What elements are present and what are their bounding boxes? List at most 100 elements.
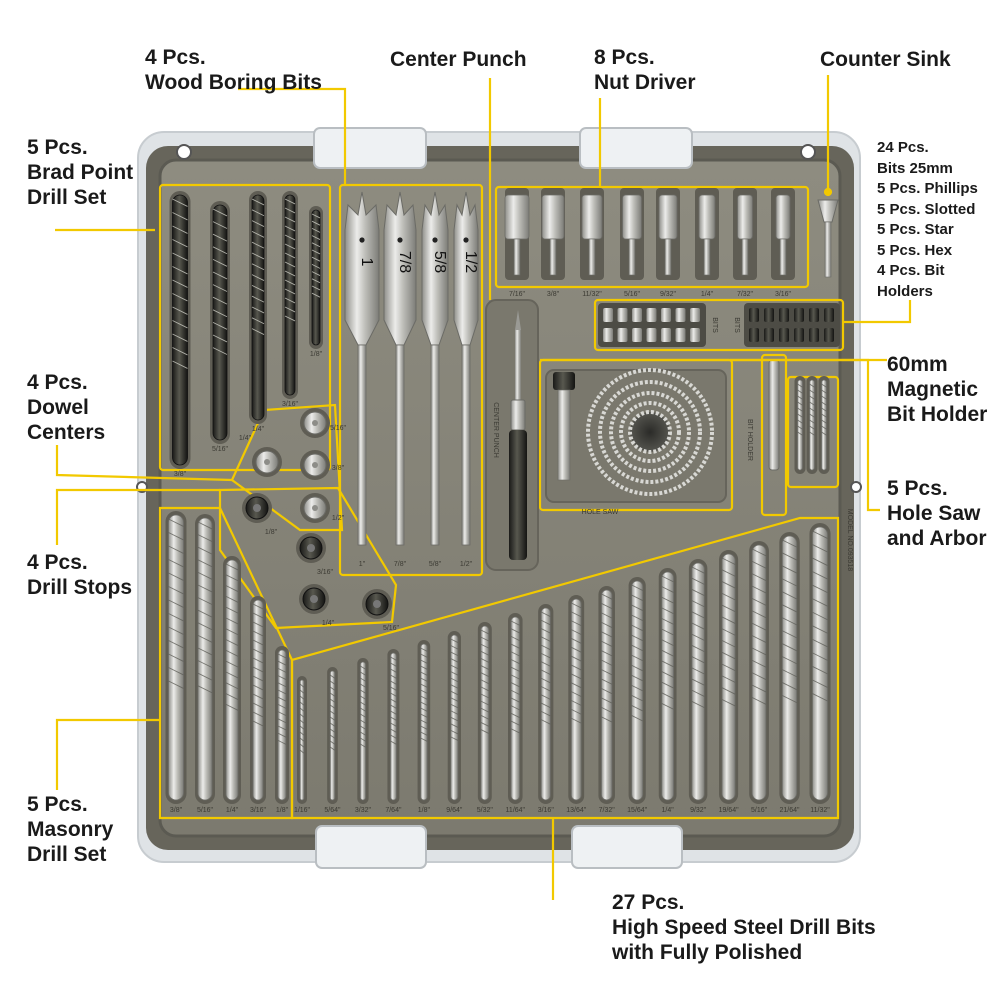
bit-left-0-6 bbox=[690, 308, 700, 322]
dowel-label-3: 3/8" bbox=[332, 465, 345, 472]
brad-bit-5 bbox=[309, 206, 323, 349]
center-punch-tip bbox=[515, 310, 521, 330]
nut-socket-5 bbox=[658, 194, 678, 240]
brad-bit-1 bbox=[169, 191, 191, 469]
hss-label-13: 1/4" bbox=[662, 807, 675, 814]
nut-driver-7 bbox=[733, 188, 757, 280]
bits-tray-text-1: BITS bbox=[711, 317, 718, 333]
nut-drivers: 7/16"3/8"11/32"5/16"9/32"1/4"7/32"3/16" bbox=[504, 188, 839, 298]
callout-bits-line-3: 5 Pcs. Phillips bbox=[877, 180, 978, 197]
spade-blade-4 bbox=[453, 191, 479, 346]
leader-stops bbox=[55, 488, 220, 545]
callout-magnetic-holder: 60mm Magnetic Bit Holder bbox=[887, 352, 987, 427]
hss-bit-5-flutes bbox=[420, 647, 428, 742]
counter-sink-shank bbox=[824, 221, 832, 278]
nut-socket-8 bbox=[775, 194, 791, 240]
callout-magnetic-line-1: 60mm bbox=[887, 353, 948, 376]
bit-right-0-5 bbox=[824, 308, 834, 322]
bit-right-0-1 bbox=[764, 308, 774, 322]
hss-label-15: 19/64" bbox=[719, 807, 740, 814]
hole-saw-ring-2 bbox=[598, 380, 702, 484]
bottom-latch-left bbox=[315, 825, 427, 869]
stop-label-3: 1/4" bbox=[322, 620, 335, 627]
callout-brad-line-1: 5 Pcs. bbox=[27, 136, 88, 159]
hss-bit-8-flutes bbox=[510, 620, 520, 734]
masonry-bit-5 bbox=[275, 646, 289, 804]
masonry-label-5: 1/8" bbox=[276, 807, 289, 814]
nut-shank-7 bbox=[741, 238, 749, 276]
nut-socket-7 bbox=[737, 194, 753, 240]
spade-size-text-4: 1/2 bbox=[462, 251, 479, 273]
brad-section-outline bbox=[158, 183, 332, 472]
callout-stops-line-1: 4 Pcs. bbox=[27, 551, 88, 574]
brad-bit-4-flutes bbox=[284, 198, 296, 322]
bit-left-1-1 bbox=[617, 328, 628, 342]
masonry-label-4: 3/16" bbox=[250, 807, 267, 814]
hss-bit-11-body bbox=[601, 589, 613, 801]
hss-bit-18-flutes bbox=[812, 530, 828, 702]
bit-right-0-0 bbox=[749, 308, 759, 322]
brad-bit-3 bbox=[249, 191, 267, 424]
counter-sink bbox=[817, 199, 839, 278]
callout-holesaw-line-2: Hole Saw bbox=[887, 502, 981, 525]
dowel-point-1 bbox=[264, 459, 270, 465]
hole-saw-ring-4 bbox=[619, 401, 681, 463]
callout-holesaw-line-1: 5 Pcs. bbox=[887, 477, 948, 500]
spade-bit-4: 1/2 bbox=[453, 191, 479, 546]
hss-bit-11 bbox=[598, 586, 615, 804]
hss-bit-16-body bbox=[751, 544, 767, 801]
brad-bit-2 bbox=[210, 201, 230, 444]
nut-driver-1 bbox=[504, 188, 530, 280]
spade-hole-2 bbox=[397, 237, 403, 243]
hss-bit-15 bbox=[719, 550, 739, 804]
hss-label-8: 11/64" bbox=[506, 807, 526, 814]
callout-center-punch: Center Punch bbox=[390, 47, 527, 72]
nut-shank-1 bbox=[513, 238, 521, 276]
top-latch-left bbox=[313, 127, 427, 169]
nut-socket-4 bbox=[622, 194, 642, 240]
bit-right-1-3 bbox=[794, 328, 804, 342]
masonry-bit-3 bbox=[223, 556, 241, 804]
hss-label-9: 3/16" bbox=[538, 807, 555, 814]
masonry-bit-2-flutes bbox=[197, 521, 213, 694]
center-punch bbox=[509, 310, 527, 560]
hss-drill-bits: 1/16"5/64"3/32"7/64"1/8"9/64"5/32"11/64"… bbox=[294, 376, 853, 814]
spade-size-text-1: 1 bbox=[358, 258, 375, 267]
bits-section-outline bbox=[593, 298, 845, 352]
nut-size-label-7: 7/32" bbox=[737, 291, 754, 298]
hss-label-1: 1/16" bbox=[294, 807, 311, 814]
callout-masonry-line-3: Drill Set bbox=[27, 843, 107, 866]
top-left-screw bbox=[176, 144, 192, 160]
nut-socket-6 bbox=[698, 194, 716, 240]
hss-label-3: 3/32" bbox=[355, 807, 372, 814]
nut-socket-1 bbox=[504, 194, 530, 240]
masonry-bits: 3/8"5/16"1/4"3/16"1/8" bbox=[165, 511, 289, 814]
hss-label-16: 5/16" bbox=[751, 807, 768, 814]
callout-wood-boring: 4 Pcs. Wood Boring Bits bbox=[145, 45, 322, 95]
spade-blade-2 bbox=[383, 191, 417, 346]
leader-dowel bbox=[55, 445, 233, 482]
leader-masonry bbox=[55, 718, 160, 790]
hss-bit-9 bbox=[538, 604, 554, 804]
spade-hole-1 bbox=[359, 237, 365, 243]
wood-boring-bits: 11"7/87/8"5/85/8"1/21/2" bbox=[344, 191, 479, 568]
hss-bit-10 bbox=[568, 595, 585, 804]
spade-bottom-label-4: 1/2" bbox=[460, 561, 473, 568]
brad-bit-2-flutes bbox=[212, 208, 228, 355]
spade-section-outline bbox=[338, 183, 484, 577]
spade-size-text-3: 5/8 bbox=[431, 251, 448, 273]
dowel-centers bbox=[252, 408, 330, 523]
dowel-point-4 bbox=[312, 505, 318, 511]
hss-bit-13 bbox=[658, 568, 677, 804]
callout-nut-line-2: Nut Driver bbox=[594, 71, 696, 94]
nut-size-label-4: 5/16" bbox=[624, 291, 641, 298]
tray-labels: 1/4"5/16"3/8"1/2" bbox=[239, 425, 347, 522]
hss-label-7: 5/32" bbox=[477, 807, 494, 814]
callout-bits-line-4: 5 Pcs. Slotted bbox=[877, 200, 976, 218]
callout-magnetic-line-2: Magnetic bbox=[887, 378, 979, 401]
bit-left-0-0 bbox=[603, 308, 613, 322]
hss-small-bit-2-flutes bbox=[809, 383, 815, 436]
nut-driver-2 bbox=[541, 188, 565, 280]
callout-bits-line-8: Holders bbox=[877, 282, 933, 300]
hss-bit-8 bbox=[508, 613, 523, 804]
